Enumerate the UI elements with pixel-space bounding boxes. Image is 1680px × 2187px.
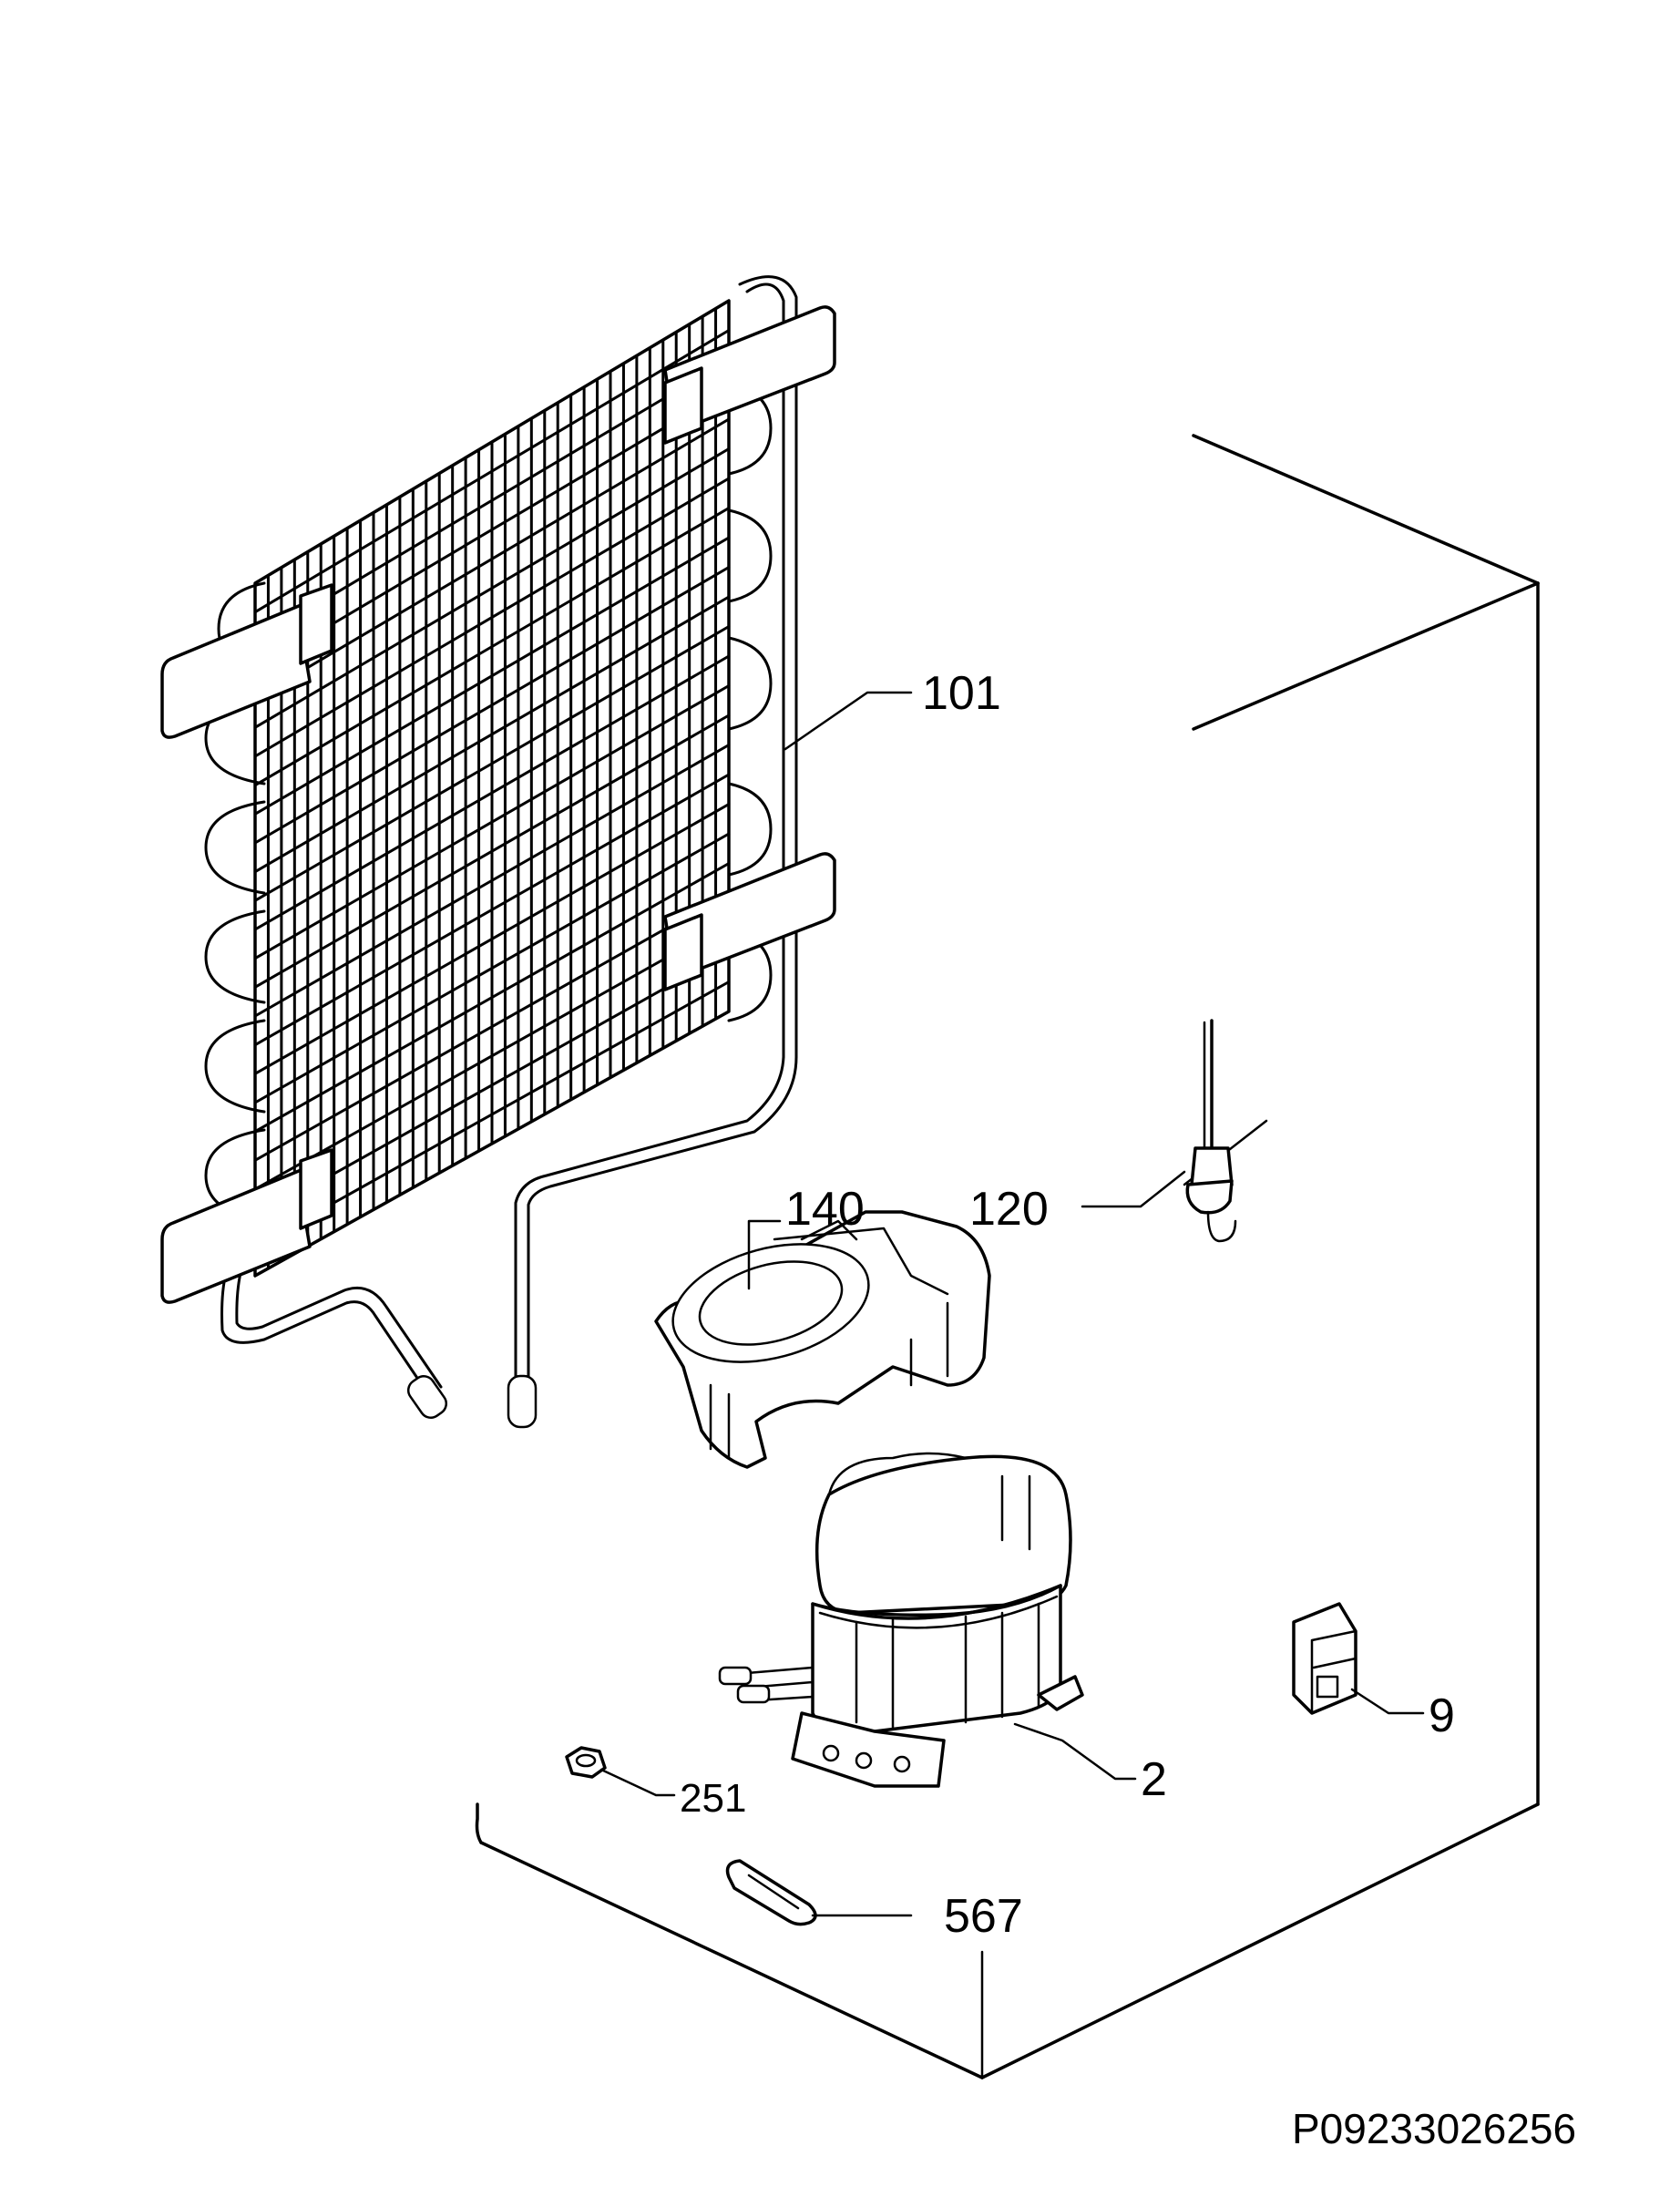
leader-lines [599, 691, 1425, 1917]
callout-compressor: 2 [1141, 1753, 1167, 1806]
condenser-horizontal-tube [253, 773, 731, 1047]
bracket-top-left [160, 583, 333, 739]
condenser-horizontal-tube [253, 477, 731, 758]
relay [1292, 1602, 1357, 1715]
condenser-horizontal-tube [253, 891, 731, 1162]
clamp [725, 1859, 817, 1926]
condenser-horizontal-tube [253, 921, 731, 1191]
diagram-reference-code: P09233026256 [1292, 2105, 1576, 2152]
condenser-horizontal-tube [253, 832, 731, 1104]
condenser-horizontal-tube [253, 803, 731, 1075]
condenser-horizontal-tube [253, 950, 731, 1220]
drier-filter [1183, 1019, 1268, 1243]
condenser-horizontal-tube [253, 684, 731, 960]
condenser [160, 275, 836, 1429]
callout-drip-tray: 140 [785, 1183, 865, 1236]
condenser-horizontal-tube [253, 714, 731, 989]
condenser-horizontal-tube [253, 566, 731, 845]
condenser-horizontal-tube [253, 654, 731, 931]
condenser-horizontal-tube [253, 358, 731, 642]
compressor [718, 1452, 1084, 1788]
bracket-mid-right [663, 852, 836, 991]
callout-condenser: 101 [922, 667, 1001, 720]
bracket-bottom-left [160, 1148, 333, 1304]
callout-relay: 9 [1429, 1689, 1455, 1742]
condenser-horizontal-tube [253, 981, 731, 1248]
drip-tray [654, 1210, 991, 1469]
condenser-horizontal-tube [253, 388, 731, 672]
callout-nut: 251 [680, 1776, 746, 1821]
cabinet-outline [475, 434, 1540, 2079]
condenser-horizontal-tube [253, 595, 731, 874]
condenser-horizontal-tube [253, 536, 731, 816]
condenser-horizontal-tube [253, 625, 731, 902]
nut [565, 1746, 607, 1779]
condenser-horizontal-tube [253, 507, 731, 787]
bracket-top-right [663, 305, 836, 445]
callout-drier-filter: 120 [969, 1183, 1049, 1236]
condenser-horizontal-tube [253, 744, 731, 1018]
callout-clamp: 567 [944, 1890, 1023, 1943]
condenser-horizontal-tube [253, 417, 731, 701]
condenser-horizontal-tube [253, 329, 731, 614]
condenser-horizontal-tube [253, 447, 731, 729]
condenser-horizontal-tube [253, 862, 731, 1134]
